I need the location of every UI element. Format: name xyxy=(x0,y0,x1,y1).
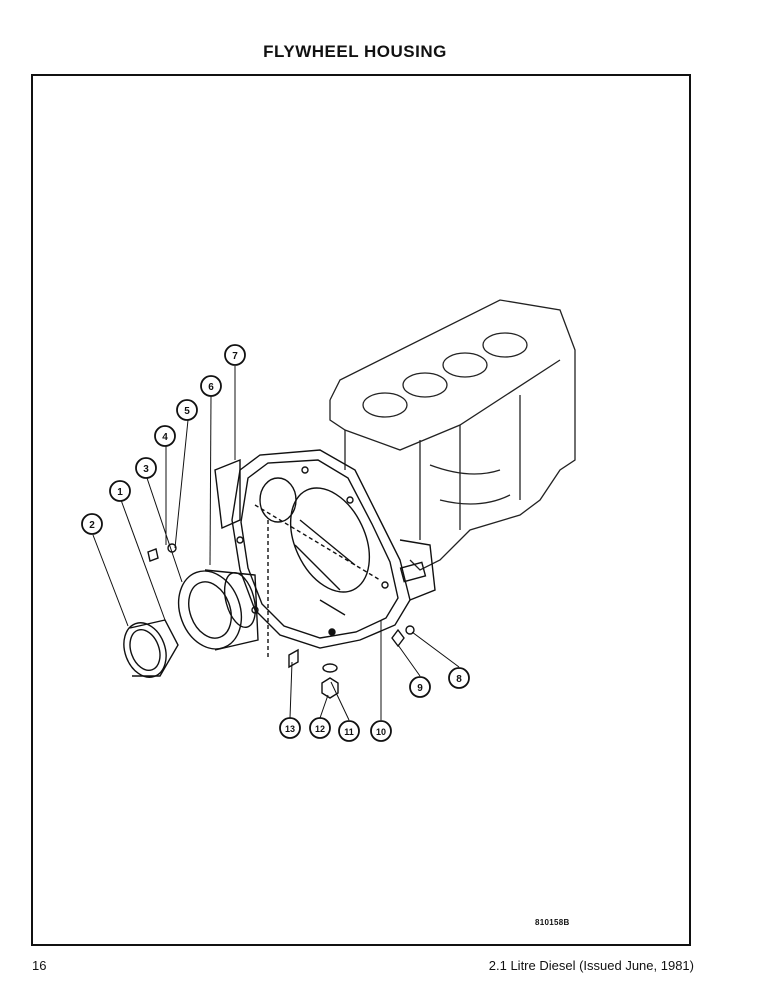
callout-4 xyxy=(154,425,176,447)
callout-label: 3 xyxy=(143,464,149,475)
callout-5 xyxy=(176,399,198,421)
callout-9 xyxy=(409,676,431,698)
callout-6 xyxy=(200,375,222,397)
callout-13 xyxy=(279,717,301,739)
leader-lines xyxy=(92,366,460,721)
callout-3 xyxy=(135,457,157,479)
callout-label: 5 xyxy=(184,406,190,417)
callout-label: 8 xyxy=(456,674,462,685)
page-number: 16 xyxy=(32,958,47,973)
callout-label: 10 xyxy=(376,727,386,737)
callout-circles xyxy=(81,344,470,742)
callout-11 xyxy=(338,720,360,742)
callout-8 xyxy=(448,667,470,689)
page-title: FLYWHEEL HOUSING xyxy=(263,42,447,61)
callout-1 xyxy=(109,480,131,502)
engine-block xyxy=(329,299,576,571)
flywheel-housing xyxy=(214,449,436,660)
callout-2 xyxy=(81,513,103,535)
figure-frame xyxy=(31,74,691,946)
callout-label: 12 xyxy=(315,724,325,734)
callout-label: 1 xyxy=(117,487,123,498)
callout-label: 4 xyxy=(162,432,168,443)
seal-and-adapter xyxy=(123,543,415,699)
figure-code: 810158B xyxy=(535,918,570,927)
callout-7 xyxy=(224,344,246,366)
callout-label: 11 xyxy=(344,727,354,737)
callout-numbers: 1 2 3 4 5 6 7 8 9 10 11 12 13 xyxy=(89,351,462,737)
callout-10 xyxy=(370,720,392,742)
callout-label: 2 xyxy=(89,520,95,531)
callout-label: 7 xyxy=(232,351,238,362)
callout-label: 6 xyxy=(208,382,214,393)
callout-label: 13 xyxy=(285,724,295,734)
footer-publication: 2.1 Litre Diesel (Issued June, 1981) xyxy=(488,958,694,973)
callout-12 xyxy=(309,717,331,739)
callout-label: 9 xyxy=(417,683,423,694)
